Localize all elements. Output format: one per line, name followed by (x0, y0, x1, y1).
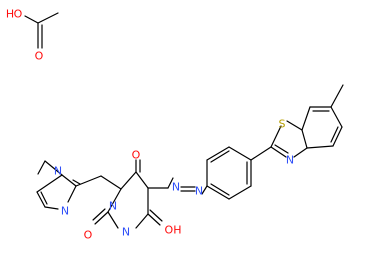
bond (270, 125, 282, 148)
bond (210, 183, 230, 196)
atom-label-nitrogen: N (61, 205, 69, 218)
atom-label-oxygen: O (35, 50, 44, 63)
bond (306, 145, 334, 149)
bond (210, 150, 230, 163)
bond (37, 160, 46, 175)
bond (40, 191, 48, 205)
bond (44, 206, 59, 210)
benzothiazole: S N (270, 84, 344, 167)
bond (206, 146, 230, 161)
bond (301, 129, 308, 149)
bond (135, 213, 149, 229)
atom-label-nitrogen: N (172, 181, 180, 194)
atom-label-nitrogen: N (286, 154, 294, 167)
bond (293, 147, 308, 158)
bond (228, 185, 252, 200)
bond (135, 171, 149, 189)
bond (67, 185, 77, 203)
bond (330, 106, 343, 128)
bond (72, 179, 81, 185)
atom-label-nitrogen: N (109, 200, 117, 213)
bond (75, 175, 102, 187)
bond (274, 144, 289, 154)
atom-label-hydroxyl: OH (165, 224, 182, 237)
bond (286, 120, 303, 131)
atom-label-nitrogen: N (195, 185, 203, 198)
atom-label-hydrogen: H (6, 8, 14, 21)
barbiturate-ring: N N O O OH (84, 149, 182, 242)
bond (100, 175, 122, 190)
bond (44, 160, 63, 176)
bond (167, 177, 174, 189)
azo-group: N N (167, 177, 208, 198)
bond (92, 208, 106, 221)
bond (330, 126, 339, 143)
phenyl-ring (206, 146, 272, 200)
atom-label-nitrogen: N (122, 226, 130, 239)
bond (332, 126, 343, 147)
atom-label-oxygen: O (132, 149, 141, 162)
bond (147, 213, 161, 226)
bond (250, 146, 272, 161)
bond (330, 84, 344, 108)
atom-label-nitrogen: N (54, 165, 62, 178)
bond (37, 12, 59, 24)
bond (120, 171, 137, 190)
bond (107, 211, 119, 229)
acetic-acid: O H O (6, 8, 59, 63)
bond (36, 174, 63, 193)
bond (24, 15, 39, 24)
bond (61, 174, 77, 187)
bond (206, 185, 230, 200)
atom-label-sulfur: S (279, 118, 286, 131)
bond (270, 146, 287, 158)
imidazole-ring: N N (36, 160, 122, 218)
bond (107, 188, 122, 213)
atom-label-oxygen: O (14, 8, 23, 21)
bond (301, 106, 311, 131)
bond (201, 185, 208, 195)
bond (94, 211, 109, 225)
atom-label-oxygen: O (84, 229, 93, 242)
bond (149, 209, 163, 222)
bond (36, 191, 46, 208)
bond (228, 146, 252, 161)
